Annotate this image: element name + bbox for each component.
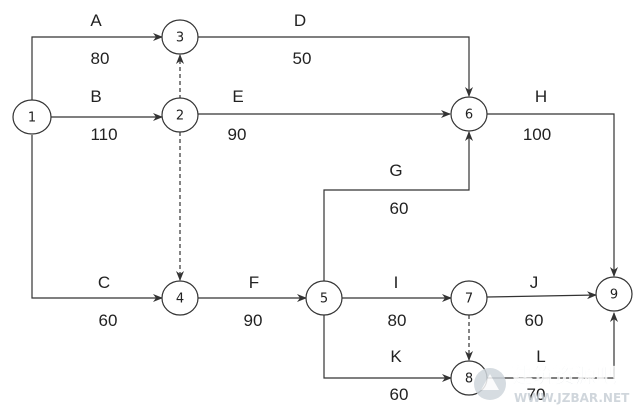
activity-L-duration: 70	[527, 385, 546, 404]
node-3-label: 3	[176, 31, 184, 46]
arrow-D	[198, 36, 473, 97]
arrow-G	[323, 131, 473, 281]
watermark-logo-shape	[481, 374, 499, 390]
node-1-label: 1	[28, 111, 36, 126]
node-7: 7	[450, 280, 488, 316]
node-6-label: 6	[465, 108, 473, 123]
arrow-A	[31, 33, 163, 102]
watermark-title: 建筑资源吧	[512, 364, 617, 388]
arrow-C	[31, 135, 163, 302]
activity-J-name: J	[530, 273, 539, 292]
activity-G-name: G	[389, 161, 402, 180]
activity-L-name: L	[536, 347, 545, 366]
node-4: 4	[161, 280, 199, 316]
node-5-label: 5	[320, 292, 328, 307]
activity-B-duration: 110	[90, 125, 117, 144]
node-7-label: 7	[465, 292, 473, 307]
activity-H-duration: 100	[523, 125, 551, 144]
node-9-label: 9	[610, 288, 618, 303]
activity-F-duration: 90	[244, 311, 263, 330]
activity-D-duration: 50	[293, 49, 312, 68]
activity-J-duration: 60	[525, 311, 544, 330]
activity-I-name: I	[394, 273, 399, 292]
arrow-H	[487, 113, 618, 277]
node-8-label: 8	[465, 372, 473, 387]
node-1: 1	[12, 99, 52, 135]
node-2: 2	[161, 97, 199, 133]
activity-C-name: C	[98, 273, 110, 292]
arrow-L	[487, 312, 618, 379]
node-2-label: 2	[176, 109, 184, 124]
node-9: 9	[595, 276, 633, 312]
watermark: 建筑资源吧 WWW.JZBAR.NET	[474, 364, 630, 405]
activity-K-duration: 60	[390, 385, 409, 404]
activity-C-duration: 60	[99, 311, 118, 330]
activity-K-name: K	[390, 347, 402, 366]
activity-A-name: A	[90, 11, 102, 30]
arrow-K	[323, 315, 452, 382]
watermark-url: WWW.JZBAR.NET	[514, 391, 630, 405]
activity-I-duration: 80	[388, 311, 407, 330]
node-4-label: 4	[176, 292, 184, 307]
node-5: 5	[305, 280, 343, 316]
activity-H-name: H	[535, 87, 547, 106]
arrow-J	[486, 291, 597, 300]
node-3: 3	[161, 19, 199, 55]
activity-F-name: F	[249, 273, 259, 292]
activity-D-name: D	[294, 11, 306, 30]
activity-B-name: B	[90, 87, 101, 106]
node-6: 6	[450, 96, 488, 132]
activity-G-duration: 60	[390, 199, 409, 218]
activity-E-name: E	[232, 87, 243, 106]
activity-E-duration: 90	[228, 125, 247, 144]
activity-A-duration: 80	[91, 49, 110, 68]
